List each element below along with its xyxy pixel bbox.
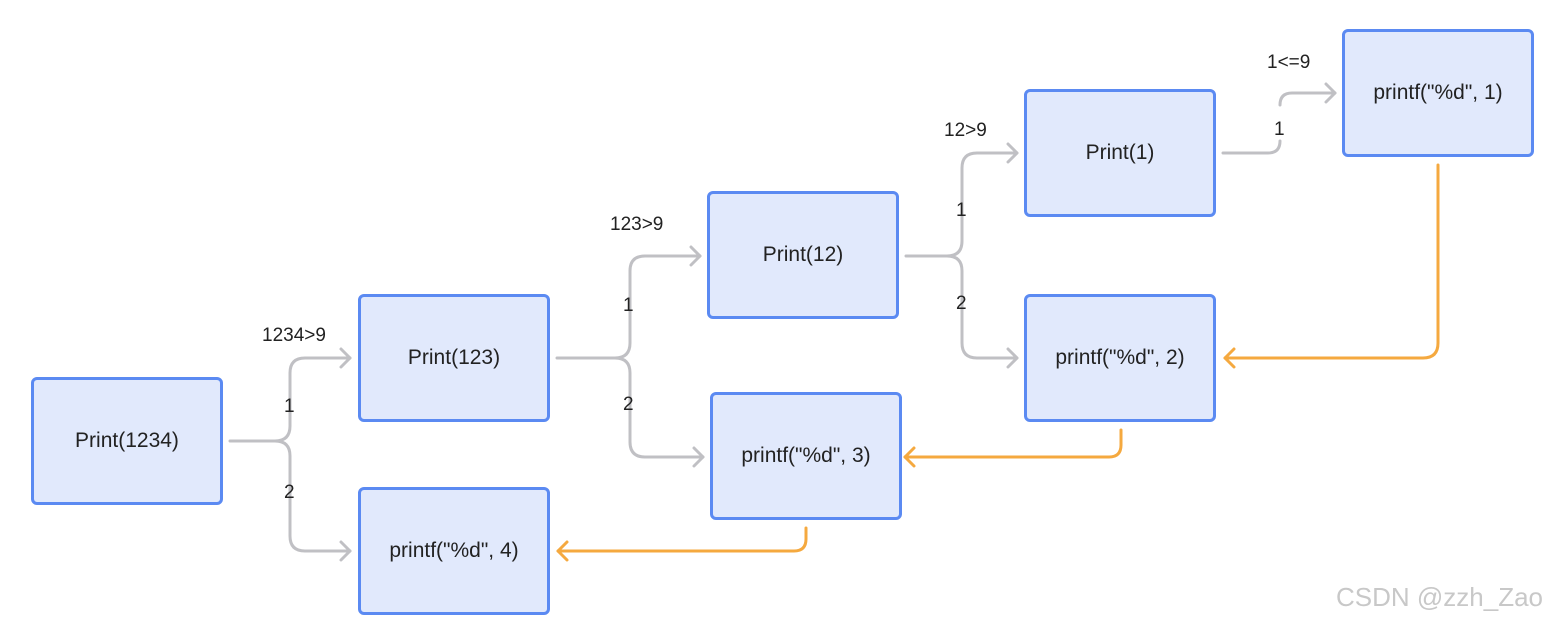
branch-label-123-first: 1 [623, 295, 634, 316]
call-arrow-1-to-printf1 [1221, 82, 1337, 155]
branch-label-1-first: 1 [1274, 119, 1285, 140]
call-arrow-1234-to-123 [228, 347, 352, 443]
call-arrow-123-to-12 [555, 245, 702, 360]
watermark: CSDN @zzh_Zao [1336, 582, 1544, 612]
node-print-1: Print(1) [1024, 89, 1216, 217]
node-printf-4: printf("%d", 4) [358, 487, 550, 615]
branch-label-1234-first: 1 [284, 396, 295, 417]
branch-label-1234-second: 2 [284, 482, 295, 503]
return-arrow-printf3-to-printf4 [556, 526, 808, 562]
branch-label-123-second: 2 [623, 394, 634, 415]
condition-label-1: 1<=9 [1267, 52, 1311, 73]
branch-label-12-first: 1 [956, 200, 967, 221]
condition-label-123: 123>9 [610, 214, 664, 235]
node-printf-2: printf("%d", 2) [1024, 294, 1216, 422]
node-printf-3: printf("%d", 3) [710, 392, 902, 520]
return-arrow-printf2-to-printf3 [903, 428, 1123, 468]
return-arrow-printf1-to-printf2 [1223, 163, 1440, 369]
condition-label-1234: 1234>9 [262, 325, 326, 346]
call-arrow-12-to-1 [904, 142, 1019, 258]
node-print-1234: Print(1234) [31, 377, 223, 505]
branch-label-12-second: 2 [956, 293, 967, 314]
call-arrow-123-to-printf3 [613, 356, 705, 468]
node-print-123: Print(123) [358, 294, 550, 422]
node-print-12: Print(12) [707, 191, 899, 319]
call-arrow-1234-to-printf4 [273, 439, 352, 562]
condition-label-12: 12>9 [944, 120, 987, 141]
call-arrow-12-to-printf2 [945, 254, 1019, 369]
node-printf-1: printf("%d", 1) [1342, 29, 1534, 157]
